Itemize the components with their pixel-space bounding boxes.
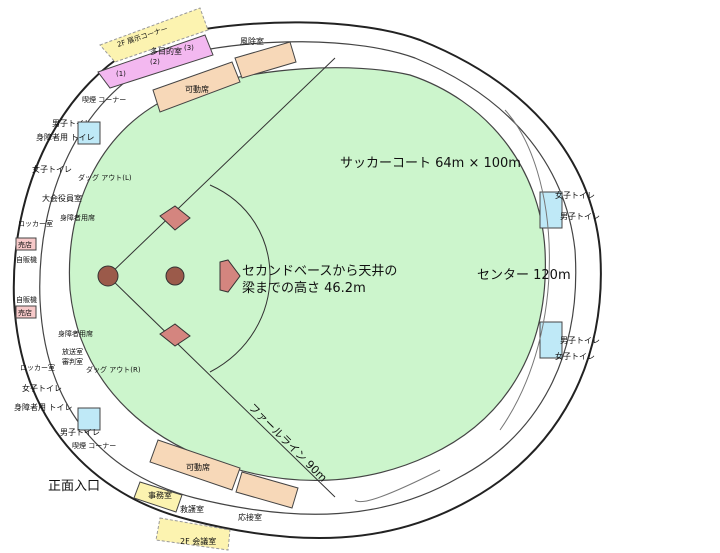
- movable-seats-top-2: [234, 41, 297, 79]
- office-label: 事務室: [148, 490, 172, 500]
- infield-arc: [209, 184, 271, 373]
- movable-seats-bottom-label: 可動席: [186, 462, 210, 472]
- dugout-l-label: ダッグ アウト(L): [78, 173, 132, 182]
- center-distance-label: センター 120m: [477, 268, 571, 283]
- exhibit-corner-area: [99, 7, 209, 63]
- locker-top: ロッカー室: [18, 219, 53, 228]
- home-plate-circle: [97, 265, 119, 287]
- broadcast-label: 放送室: [62, 347, 83, 356]
- field: [68, 67, 546, 481]
- womens-toilet-top: 女子トイレ: [32, 164, 72, 174]
- disabled-seats-top: 身障者用席: [60, 213, 95, 222]
- mp1-label: (1): [116, 70, 126, 78]
- dugout-r-label: ダッグ アウト(R): [86, 365, 141, 374]
- shop-bottom: 売店: [18, 308, 32, 317]
- reception-label: 応接室: [238, 512, 262, 522]
- main-entrance-label: 正面入口: [48, 479, 100, 494]
- smoking-corner-bottom: 喫煙 コーナー: [72, 441, 116, 450]
- womens-toilet-bottom: 女子トイレ: [22, 383, 62, 393]
- movable-seats-top: [152, 61, 241, 113]
- shop-top-area: [15, 237, 37, 251]
- foul-line-bottom: [107, 275, 336, 498]
- mens-toilet-bottom: 男子トイレ: [60, 428, 100, 437]
- movable-seats-bottom: [149, 439, 241, 491]
- right-stand-line: [499, 109, 550, 431]
- mens-toilet-right-top: 男子トイレ: [560, 212, 600, 221]
- mens-toilet-right-bottom: 男子トイレ: [560, 336, 600, 345]
- conference-label: 2F 会議室: [180, 536, 216, 546]
- right-stand-line-2: [354, 469, 441, 503]
- mens-toilet-top-area: [77, 121, 101, 145]
- womens-toilet-right-bottom: 女子トイレ: [555, 351, 595, 361]
- officials-room-label: 大会役員室: [42, 193, 82, 203]
- mens-toilet-bottom-area: [77, 407, 101, 431]
- movable-seats-top-label: 可動席: [185, 84, 209, 94]
- accessible-toilet-top: 身障者用 トイレ: [36, 132, 95, 142]
- shop-top: 売店: [18, 240, 32, 249]
- height-label-line1: セカンドベースから天井の: [242, 264, 397, 279]
- womens-toilet-right: 女子トイレ: [555, 190, 595, 200]
- conference-area: [155, 517, 231, 551]
- kazamaki-label: 風除室: [240, 36, 264, 46]
- mp2-label: (2): [150, 58, 160, 66]
- third-base: [159, 323, 191, 347]
- mp3-label: (3): [184, 44, 194, 52]
- vending-top: 自販機: [16, 255, 37, 264]
- second-base: [219, 259, 241, 293]
- mens-toilet-top: 男子トイレ: [52, 119, 92, 128]
- office-area: [133, 481, 183, 513]
- height-label-line2: 梁までの高さ 46.2m: [242, 280, 366, 296]
- accessible-toilet-bottom: 身障者用 トイレ: [14, 402, 73, 412]
- right-toilet-top-area: [539, 191, 563, 229]
- first-base: [159, 205, 191, 231]
- movable-seats-bottom-2: [235, 471, 299, 509]
- first-aid-label: 救護室: [180, 504, 204, 514]
- pitchers-mound: [165, 266, 185, 286]
- shop-bottom-area: [15, 305, 37, 319]
- soccer-court-label: サッカーコート 64m × 100m: [340, 156, 521, 171]
- smoking-corner-top: 喫煙 コーナー: [82, 95, 126, 104]
- foul-line-top: [107, 57, 336, 277]
- multipurpose-label: 多目的室: [150, 46, 182, 56]
- multipurpose-room: [97, 34, 214, 89]
- vending-bottom: 自販機: [16, 295, 37, 304]
- locker-bottom: ロッカー室: [20, 363, 55, 372]
- recording-label: 審判室: [62, 357, 83, 366]
- disabled-seats-bottom: 身障者用席: [58, 329, 93, 338]
